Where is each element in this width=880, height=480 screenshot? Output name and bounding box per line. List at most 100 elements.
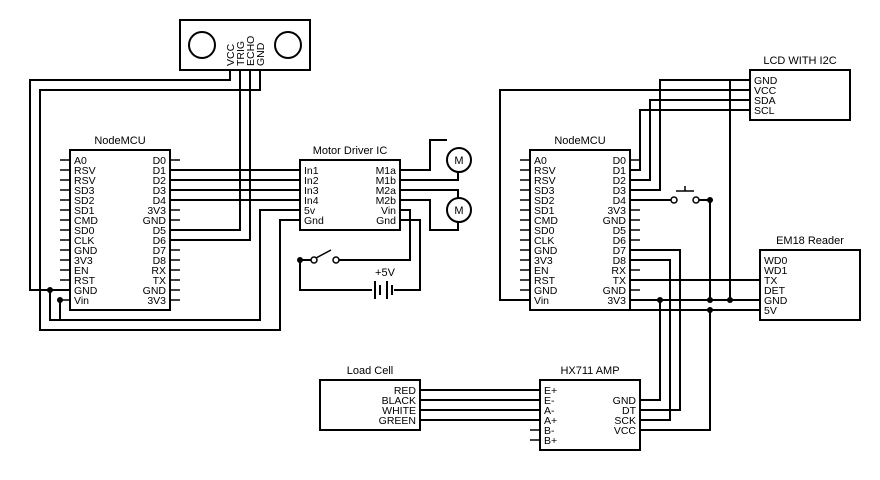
transducer-left-icon <box>188 31 216 59</box>
motor-driver-pin-left: 5v <box>304 205 316 217</box>
pin-label-right: D8 <box>613 255 627 267</box>
pin-label-left: RSV <box>534 175 556 187</box>
wire-lcd-scl <box>630 109 750 171</box>
pin-label-left: CLK <box>534 235 554 247</box>
pin-label-left: A0 <box>534 155 547 167</box>
motor-driver-pin-right: Vin <box>381 205 396 217</box>
em18-pin-label: 5V <box>764 305 777 317</box>
pin-label-right: D0 <box>153 155 167 167</box>
wire-m2b <box>400 199 459 231</box>
lcd-pin-label: SCL <box>754 105 775 117</box>
lcd-pin-label: SDA <box>754 95 776 107</box>
hx711-pin-left: E- <box>544 395 555 407</box>
pin-label-left: SD1 <box>74 205 95 217</box>
em18-title: EM18 Reader <box>776 235 844 247</box>
pin-label-right: D1 <box>153 165 167 177</box>
motor-driver-pin-right: M2a <box>376 185 397 197</box>
pin-label-right: D7 <box>613 245 627 257</box>
junction-dot <box>707 197 713 203</box>
load-cell-pin-label: GREEN <box>379 415 416 427</box>
motor-driver-pin-left: In4 <box>304 195 319 207</box>
pin-label-left: GND <box>534 285 558 297</box>
transducer-right-icon <box>274 31 302 59</box>
hx711-pin-right: GND <box>613 395 637 407</box>
pin-label-right: GND <box>603 285 627 297</box>
pin-label-left: SD2 <box>74 195 95 207</box>
pin-label-left: 3V3 <box>534 255 553 267</box>
components: VCCTRIGECHOGNDNodeMCUA0RSVRSVSD3SD2SD1CM… <box>60 19 861 451</box>
wire-batt-neg <box>299 260 372 291</box>
sensor-pin-label: ECHO <box>245 36 257 66</box>
board-title: NodeMCU <box>554 135 605 147</box>
em18-pin-label: GND <box>764 295 788 307</box>
junction-dot <box>657 297 663 303</box>
pin-label-left: GND <box>534 245 558 257</box>
wire-hx-dt <box>630 249 681 411</box>
pin-label-left: Vin <box>74 295 89 307</box>
pin-label-right: GND <box>603 215 627 227</box>
pin-label-right: D1 <box>613 165 627 177</box>
junction-dot <box>727 297 733 303</box>
load-cell-pin-label: BLACK <box>382 395 416 407</box>
wire-lcd-vcc <box>499 89 750 301</box>
pin-label-left: EN <box>534 265 549 277</box>
pin-label-right: D2 <box>153 175 167 187</box>
em18-pin-label: WD1 <box>764 265 787 277</box>
pin-label-left: GND <box>74 285 98 297</box>
pin-label-right: D7 <box>153 245 167 257</box>
pin-label-left: RSV <box>534 165 556 177</box>
pin-label-left: CLK <box>74 235 94 247</box>
hx711-amp <box>539 379 641 451</box>
wires <box>29 70 760 431</box>
motor-driver-pin-left: In3 <box>304 185 319 197</box>
pin-label-left: 3V3 <box>74 255 93 267</box>
motor-2-icon <box>446 197 472 223</box>
pin-label-right: D3 <box>613 185 627 197</box>
pin-label-right: D6 <box>613 235 627 247</box>
pin-label-right: TX <box>613 275 626 287</box>
em18-pin-label: TX <box>764 275 777 287</box>
button-contact <box>670 196 678 204</box>
pin-label-right: D5 <box>613 225 627 237</box>
motor-driver <box>299 159 401 231</box>
hx711-pin-left: E+ <box>544 385 557 397</box>
switch-contact <box>310 256 318 264</box>
junction-dot <box>47 287 53 293</box>
lcd-title: LCD WITH I2C <box>763 55 836 67</box>
hx711-pin-left: B+ <box>544 435 557 447</box>
motor-1-icon <box>446 147 472 173</box>
wire-lcd-sda <box>630 99 750 181</box>
lcd-module <box>749 69 851 121</box>
pin-label-left: RSV <box>74 175 96 187</box>
pin-label-left: SD3 <box>534 185 555 197</box>
sensor-pin-label: GND <box>255 42 267 66</box>
load-cell-title: Load Cell <box>347 365 393 377</box>
pin-label-right: GND <box>143 285 167 297</box>
switch-lever-icon <box>315 249 332 259</box>
wire-sensor-trig <box>170 70 241 231</box>
board-title: NodeMCU <box>94 135 145 147</box>
motor-driver-pin-right: Gnd <box>376 215 396 227</box>
pin-label-right: D6 <box>153 235 167 247</box>
wire-sensor-gnd <box>39 70 300 331</box>
load-cell <box>319 379 421 431</box>
wire-gnd-batt <box>394 219 421 291</box>
load-cell-pin-label: WHITE <box>382 405 416 417</box>
junction-dot <box>707 297 713 303</box>
em18-pin-label: WD0 <box>764 255 787 267</box>
hx711-pin-right: VCC <box>614 425 637 437</box>
em18-pin-label: DET <box>764 285 786 297</box>
motor-driver-pin-left: In2 <box>304 175 319 187</box>
pin-label-right: RX <box>151 265 166 277</box>
wire-m2a <box>400 189 459 198</box>
pin-label-left: SD2 <box>534 195 555 207</box>
wire-hx-gnd <box>640 300 661 401</box>
pin-label-right: TX <box>153 275 166 287</box>
pin-label-right: D0 <box>613 155 627 167</box>
motor-driver-title: Motor Driver IC <box>313 145 388 157</box>
motor-driver-pin-right: M1b <box>376 175 397 187</box>
pin-label-right: 3V3 <box>147 295 166 307</box>
motor-driver-pin-right: M1a <box>376 165 397 177</box>
wire-vin-switch <box>337 209 411 261</box>
pin-label-right: 3V3 <box>607 205 626 217</box>
